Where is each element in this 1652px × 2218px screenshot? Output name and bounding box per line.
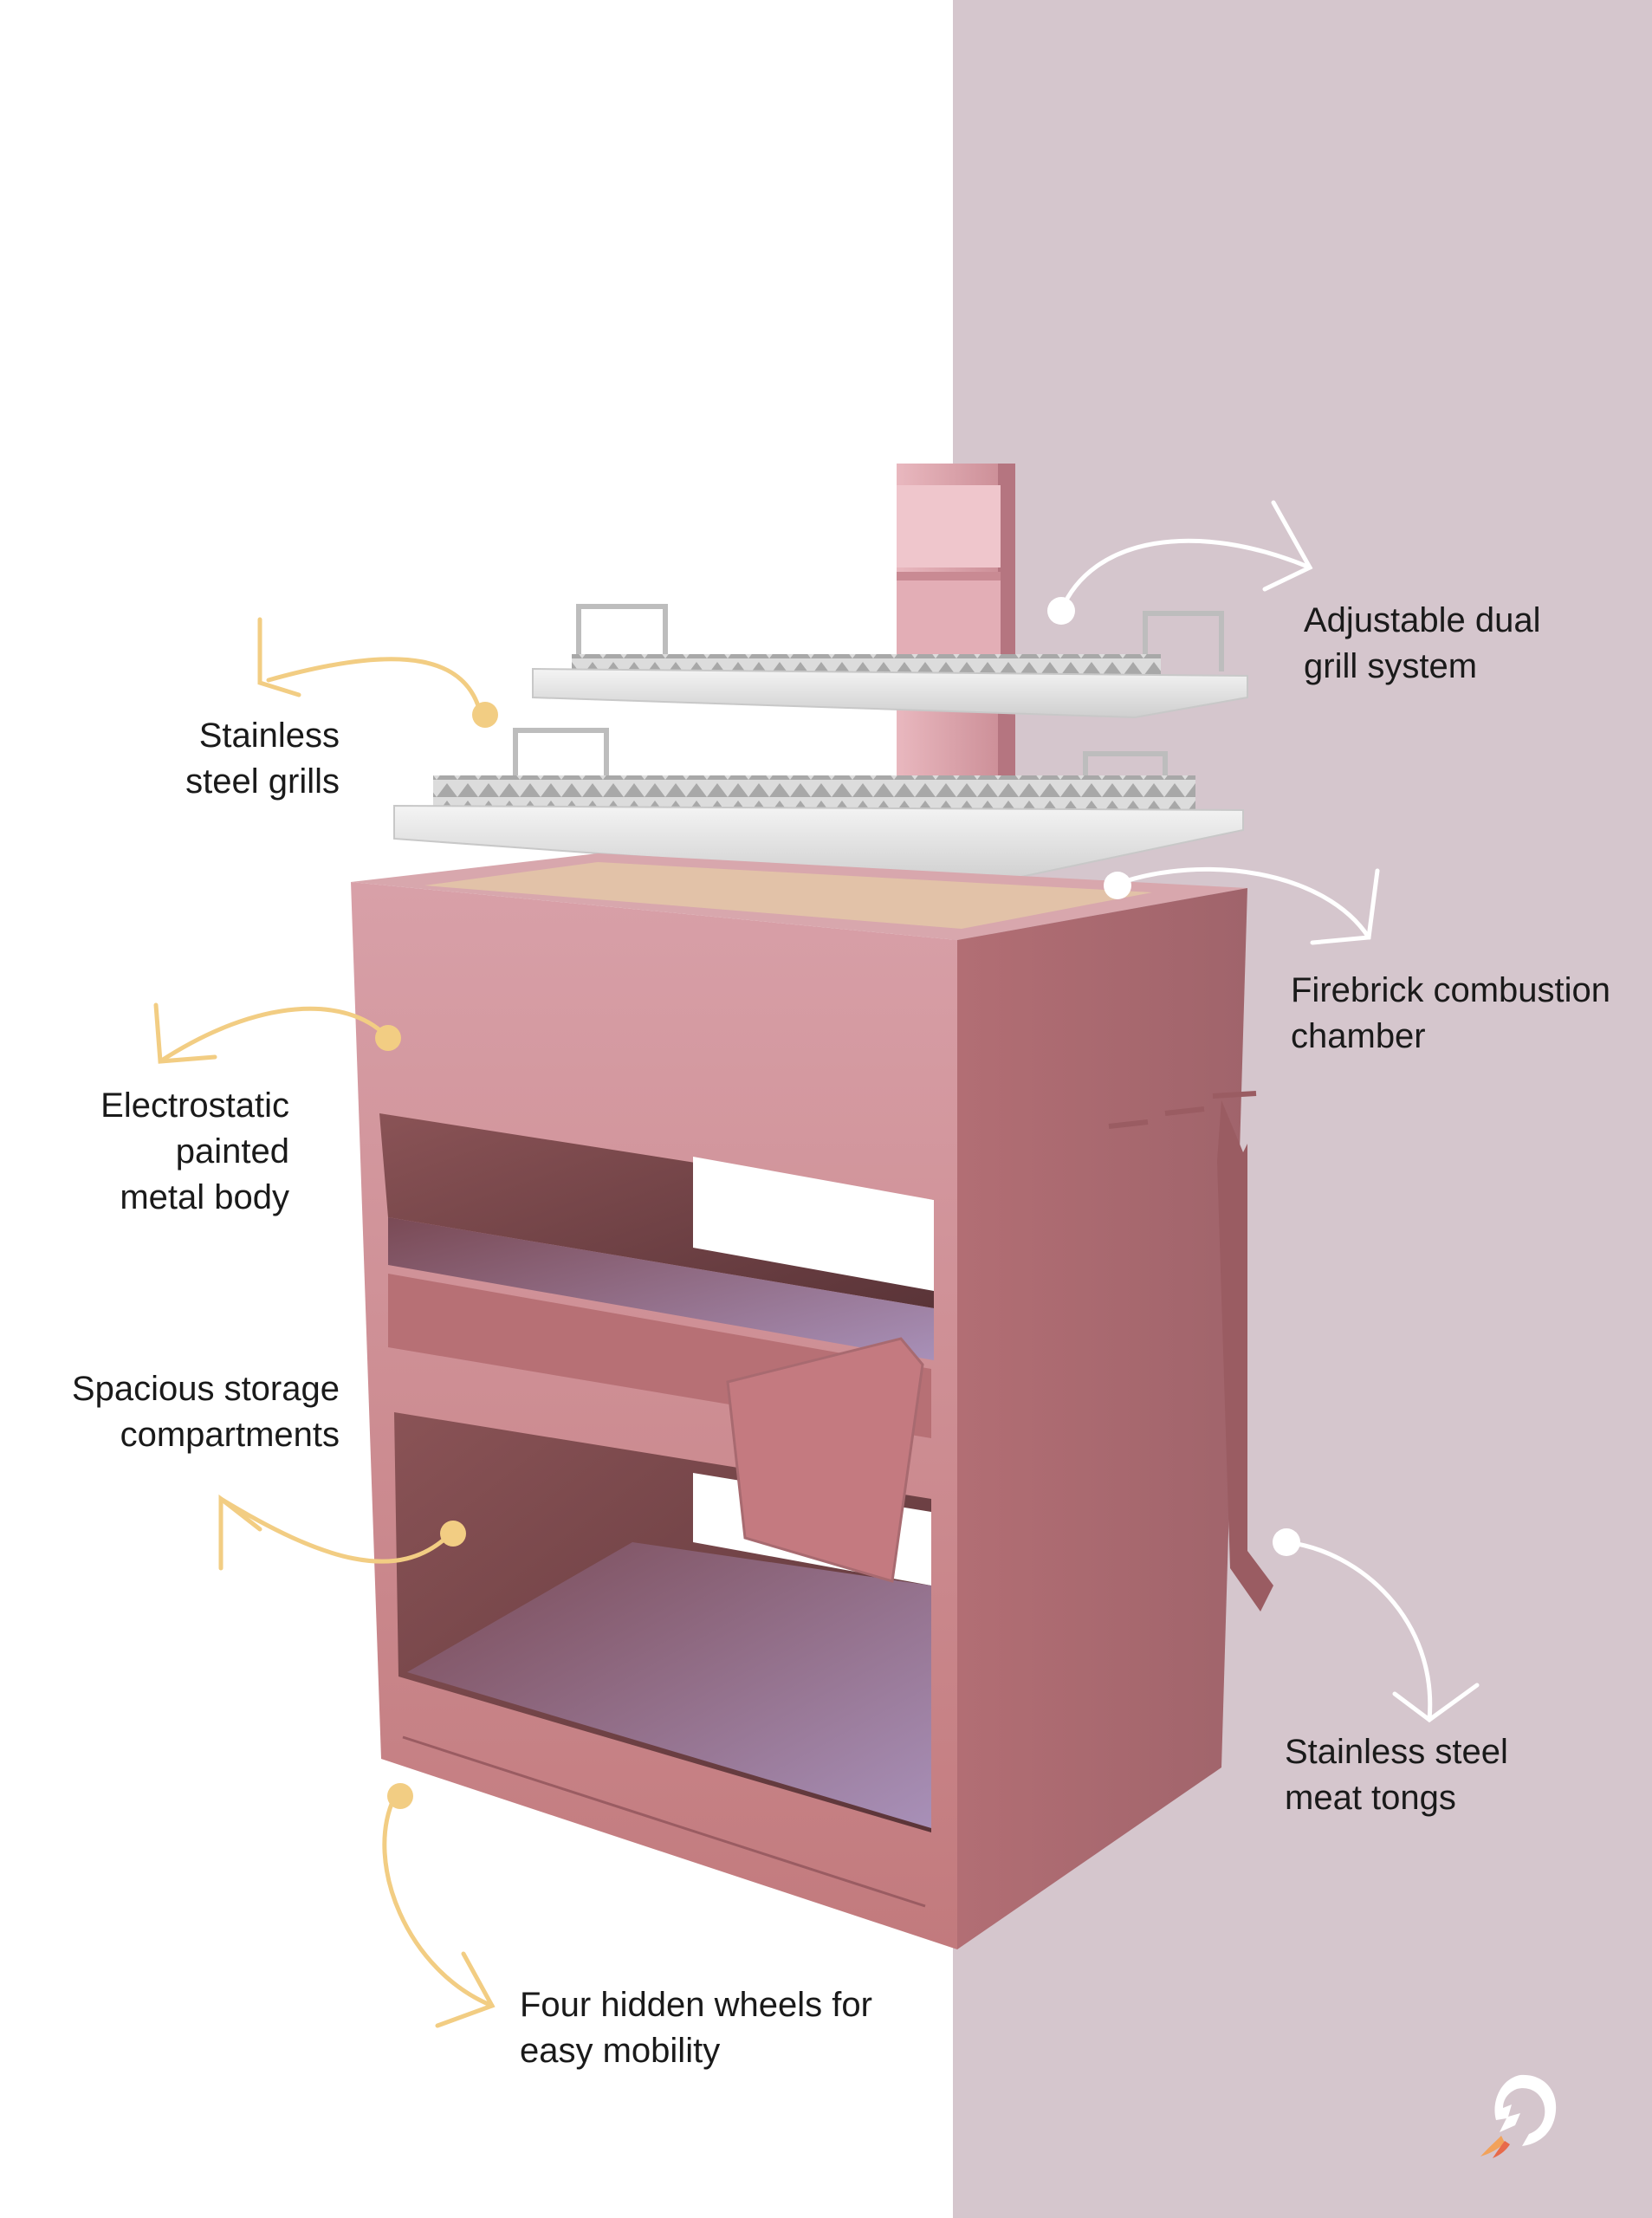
callout-line: meat tongs <box>1285 1779 1456 1817</box>
dragon-head-logo-icon <box>1480 2074 1557 2158</box>
callout-line: grill system <box>1304 647 1478 685</box>
cabinet-body <box>351 853 1247 1949</box>
callout-line: Stainless steel <box>1285 1733 1508 1771</box>
callout-line: Electrostatic <box>100 1086 289 1125</box>
callout-line: easy mobility <box>520 2032 721 2070</box>
callout-adjustable-grill-system: Adjustable dual grill system <box>1304 598 1541 690</box>
callout-line: Spacious storage <box>71 1370 340 1408</box>
adjustment-post <box>897 464 1015 784</box>
callout-line: Stainless <box>198 717 340 755</box>
callout-firebrick-chamber: Firebrick combustion chamber <box>1291 968 1610 1060</box>
callout-line: chamber <box>1291 1017 1426 1055</box>
callout-line: Adjustable dual <box>1304 601 1541 639</box>
callout-hidden-wheels: Four hidden wheels for easy mobility <box>520 1982 872 2074</box>
callout-line: painted <box>175 1132 289 1171</box>
callout-line: compartments <box>120 1416 340 1454</box>
upper-grill <box>532 604 1248 719</box>
white-callouts <box>1047 500 1480 1723</box>
callout-line: metal body <box>120 1178 289 1216</box>
lower-grill <box>393 728 1244 884</box>
callout-stainless-steel-grills: Stainless steel grills <box>185 713 340 805</box>
callout-line: Firebrick combustion <box>1291 971 1611 1009</box>
callout-meat-tongs: Stainless steel meat tongs <box>1285 1729 1508 1821</box>
callout-line: steel grills <box>185 762 340 801</box>
gold-callouts <box>153 617 498 2028</box>
callout-electrostatic-body: Electrostatic painted metal body <box>100 1083 289 1221</box>
meat-tongs <box>1108 1091 1273 1612</box>
callout-line: Four hidden wheels for <box>520 1986 872 2024</box>
callout-storage-compartments: Spacious storage compartments <box>72 1366 340 1458</box>
ash-drawer <box>726 1337 924 1583</box>
